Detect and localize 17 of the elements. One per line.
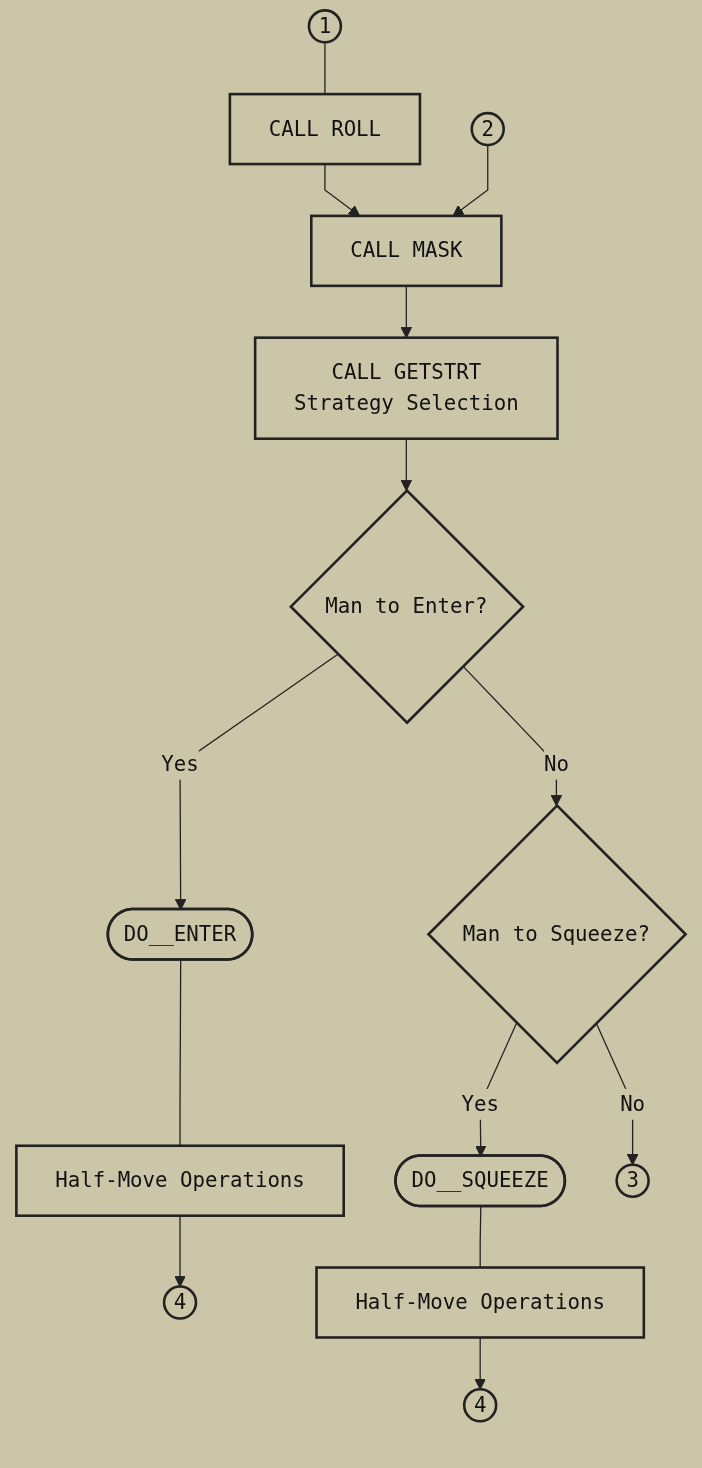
node-circle: 3 (615, 1163, 650, 1198)
node-box: Half-Move Operations (315, 1266, 646, 1339)
node-box: CALL ROLL (228, 92, 422, 166)
node-circle: 1 (307, 9, 343, 44)
node-diamond: Man to Squeeze? (426, 803, 688, 1065)
node-circle: 4 (162, 1285, 198, 1320)
node-box: Half-Move Operations (15, 1144, 345, 1217)
edge-label: No (620, 1091, 646, 1116)
node-circle: 4 (462, 1388, 498, 1423)
edge-label: No (543, 751, 569, 776)
node-diamond: Man to Enter? (289, 488, 525, 725)
node-circle: 2 (470, 111, 505, 147)
node-box: CALL MASK (310, 214, 503, 288)
node-box: CALL GETSTRT Strategy Selection (253, 336, 559, 440)
edge-label: Yes (161, 751, 199, 776)
arrow (400, 438, 413, 492)
edge-label: Yes (461, 1091, 499, 1116)
